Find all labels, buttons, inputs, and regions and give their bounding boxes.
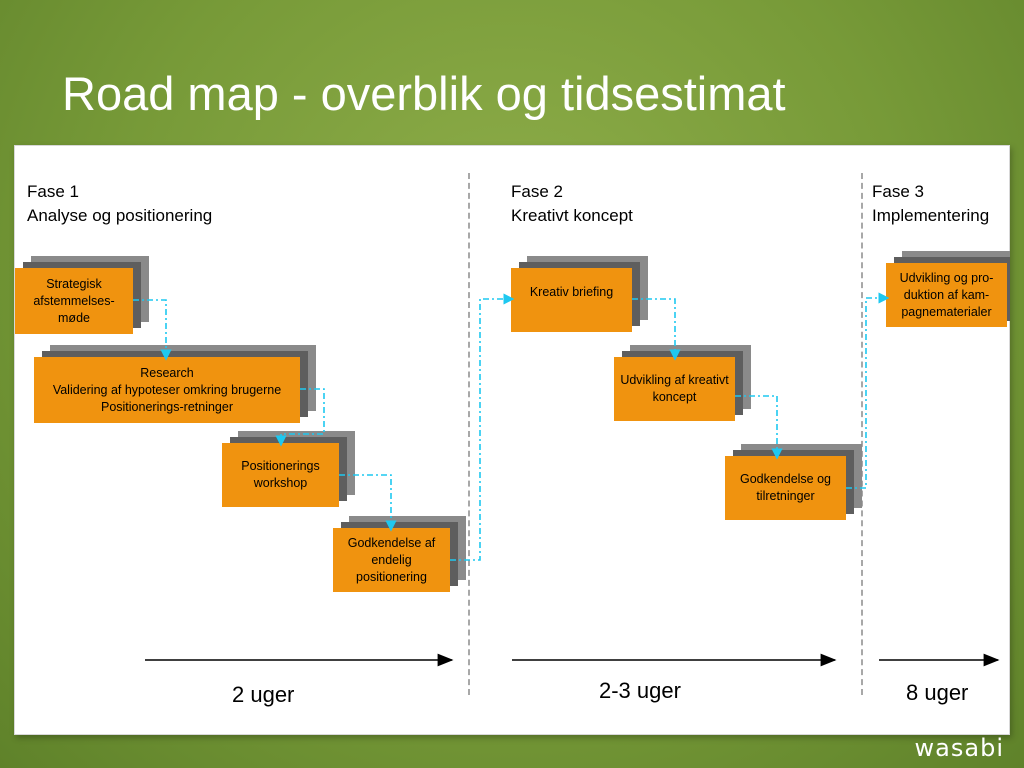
phase-3-name: Implementering (872, 206, 990, 225)
phase-1-header: Fase 1 Analyse og positionering (27, 180, 212, 228)
step-research: Research Validering af hypoteser omkring… (34, 357, 300, 423)
phase-3-header: Fase 3 Implementering (872, 180, 989, 228)
step-udvikling-koncept: Udvikling af kreativt koncept (614, 357, 735, 421)
phase-1-duration: 2 uger (232, 682, 295, 707)
connector-layer (133, 292, 1000, 667)
connector-udvikling-godkendelse (735, 395, 783, 460)
step-strategisk: Strategisk afstemmelses-møde (15, 268, 133, 334)
connector-research-workshop (275, 388, 325, 447)
phase-divider-2 (861, 173, 863, 695)
connector-phase2-phase3 (846, 292, 890, 489)
phase-3-duration: 8 uger (906, 680, 969, 705)
research-validering: Validering af hypoteser omkring brugerne (52, 382, 282, 397)
step-udvikling-kampagne: Udvikling og pro-duktion af kam-pagnemat… (886, 263, 1007, 327)
connector-phase1-phase2 (450, 293, 515, 561)
step-godkendelse-tilretninger: Godkendelse og tilretninger (725, 456, 846, 520)
wasabi-logo: wasabi (914, 734, 1004, 762)
connector-strategisk-research (133, 299, 172, 361)
connector-briefing-udvikling (632, 298, 681, 361)
slide-title: Road map - overblik og tidsestimat (62, 67, 786, 120)
step-godkendelse-positionering: Godkendelse af endelig positionering (333, 528, 450, 592)
phase-1-name: Analyse og positionering (27, 206, 213, 225)
phase-1-label: Fase 1 (27, 182, 79, 201)
phase-divider-1 (468, 173, 470, 695)
phase-2-header: Fase 2 Kreativt koncept (511, 180, 633, 228)
research-title: Research (140, 365, 194, 380)
phase-3-label: Fase 3 (872, 182, 924, 201)
connector-workshop-godkendelse (339, 474, 397, 532)
step-positionerings-workshop: Positionerings workshop (222, 443, 339, 507)
phase-2-duration: 2-3 uger (599, 678, 681, 703)
step-kreativ-briefing: Kreativ briefing (511, 268, 632, 332)
phase-2-name: Kreativt koncept (511, 206, 633, 225)
roadmap-panel: Fase 1 Analyse og positionering Fase 2 K… (14, 145, 1010, 735)
research-retninger: Positionerings-retninger (100, 399, 233, 414)
phase-2-label: Fase 2 (511, 182, 563, 201)
